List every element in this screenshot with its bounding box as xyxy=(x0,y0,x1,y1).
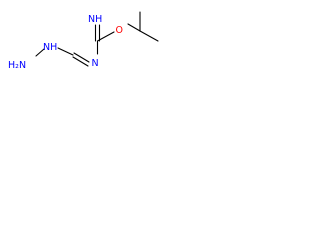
atom-label-hydrazine-h2n: H₂N xyxy=(8,60,26,71)
chemical-structure-diagram: NH O NH H₂N N xyxy=(8,11,159,71)
bond-ch-nh xyxy=(57,47,74,56)
bond-n-ch-double-b xyxy=(72,56,89,67)
bond-ch-ch3-right xyxy=(139,30,159,42)
atom-label-imine-n: N xyxy=(92,58,99,69)
atom-label-oxygen: O xyxy=(116,25,123,36)
atom-label-imine-nh: NH xyxy=(88,14,102,25)
bond-c-o xyxy=(96,31,115,42)
bond-n-ch-double-a xyxy=(73,52,90,63)
bond-nh-nh2 xyxy=(35,48,45,57)
bond-o-ch xyxy=(127,23,141,32)
atom-label-group: NH O NH H₂N N xyxy=(8,14,123,71)
bond-group xyxy=(35,11,159,67)
atom-label-hydrazine-nh: NH xyxy=(43,42,57,53)
